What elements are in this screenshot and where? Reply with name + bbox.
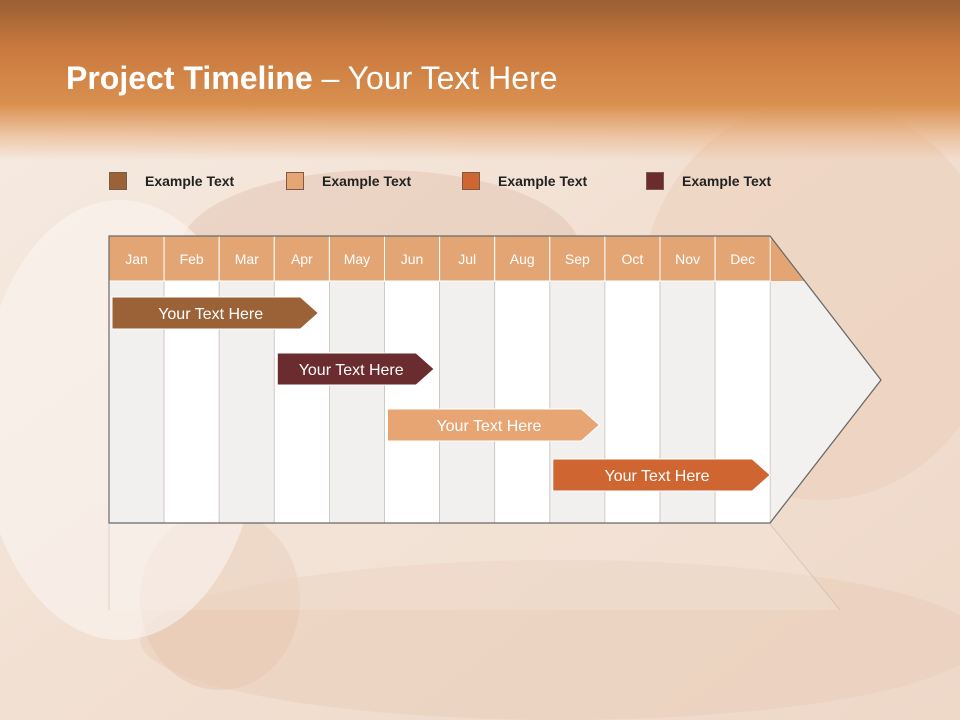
- month-label-jan: Jan: [125, 251, 148, 267]
- task-bar-3: Your Text Here: [387, 408, 601, 442]
- month-header-dec: [714, 235, 771, 282]
- legend-label-1: Example Text: [145, 173, 235, 189]
- timeline-reflection: [108, 523, 841, 611]
- month-label-dec: Dec: [730, 251, 755, 267]
- month-label-apr: Apr: [291, 251, 313, 267]
- task-arrow-1: [111, 296, 320, 330]
- legend-item-1: Example Text: [109, 170, 234, 192]
- month-column-jul: [439, 280, 496, 524]
- legend-label-2: Example Text: [322, 173, 412, 189]
- legend-item-4: Example Text: [646, 170, 771, 192]
- legend-item-2: Example Text: [286, 170, 411, 192]
- task-arrow-4: [552, 458, 771, 492]
- task-bar-2: Your Text Here: [276, 352, 435, 386]
- month-header-apr: [273, 235, 330, 282]
- title-bold: Project Timeline: [66, 60, 313, 96]
- month-column-jun: [384, 280, 440, 524]
- page-title: Project Timeline – Your Text Here: [66, 60, 558, 97]
- month-header-sep: [549, 235, 606, 282]
- month-header-nov: [659, 235, 716, 282]
- month-label-may: May: [344, 251, 370, 267]
- legend-item-3: Example Text: [462, 170, 587, 192]
- timeline-arrow-outline: [108, 235, 882, 524]
- task-arrow-3: [387, 408, 601, 442]
- task-label-2: Your Text Here: [299, 362, 404, 379]
- title-rest: – Your Text Here: [312, 60, 558, 96]
- task-label-1: Your Text Here: [158, 306, 263, 323]
- legend-label-3: Example Text: [498, 173, 588, 189]
- legend-swatch-2: [286, 172, 304, 190]
- task-label-3: Your Text Here: [436, 418, 541, 435]
- month-label-jun: Jun: [401, 251, 424, 267]
- task-arrow-2: [276, 352, 435, 386]
- month-label-nov: Nov: [675, 251, 700, 267]
- month-label-mar: Mar: [235, 251, 259, 267]
- month-column-may: [328, 280, 385, 524]
- month-header-jun: [384, 235, 441, 282]
- header-band: [0, 0, 960, 160]
- month-label-feb: Feb: [180, 251, 204, 267]
- legend-swatch-1: [109, 172, 127, 190]
- legend-swatch-4: [646, 172, 664, 190]
- legend-swatch-3: [462, 172, 480, 190]
- month-column-aug: [494, 280, 551, 524]
- month-label-jul: Jul: [458, 251, 476, 267]
- legend-label-4: Example Text: [682, 173, 772, 189]
- task-label-4: Your Text Here: [605, 468, 710, 485]
- task-bar-4: Your Text Here: [552, 458, 771, 492]
- month-label-oct: Oct: [622, 251, 644, 267]
- task-bar-1: Your Text Here: [111, 296, 320, 330]
- month-label-sep: Sep: [565, 251, 590, 267]
- month-label-aug: Aug: [510, 251, 535, 267]
